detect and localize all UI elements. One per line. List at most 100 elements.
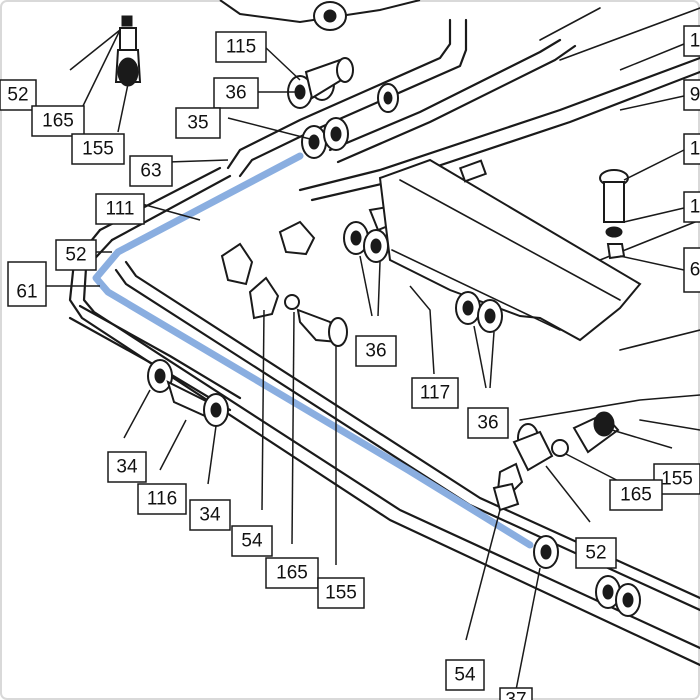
callout-34[interactable]: 34	[189, 499, 231, 531]
callout-box	[499, 687, 533, 700]
callout-box	[445, 659, 485, 691]
callout-1[interactable]: 1	[683, 191, 700, 223]
callout-box	[7, 261, 47, 307]
callout-box	[683, 247, 700, 293]
callout-number: 37	[505, 690, 526, 700]
callout-number: 35	[187, 113, 208, 134]
callout-labels: 1153635521651556311152611911636117363411…	[0, 25, 700, 700]
callout-number: 155	[661, 469, 693, 490]
callout-number: 165	[620, 485, 652, 506]
callout-box	[231, 525, 273, 557]
callout-box	[317, 577, 365, 609]
callout-number: 117	[420, 383, 450, 404]
callout-6[interactable]: 6	[683, 247, 700, 293]
callout-number: 63	[140, 161, 161, 182]
callout-1[interactable]: 1	[683, 25, 700, 57]
callout-number: 34	[199, 505, 221, 526]
bolt-right-part	[599, 169, 629, 260]
callout-number: 155	[325, 583, 357, 604]
callout-number: 52	[65, 245, 86, 266]
clamp-34-left	[147, 359, 229, 427]
callout-number: 6	[690, 260, 700, 281]
callout-36[interactable]: 36	[355, 335, 397, 367]
callout-165[interactable]: 165	[609, 479, 663, 511]
callout-box	[575, 537, 617, 569]
callout-number: 61	[16, 282, 37, 303]
callout-37[interactable]: 37	[499, 687, 533, 700]
callout-number: 115	[226, 37, 256, 58]
callout-116[interactable]: 116	[137, 483, 187, 515]
housing-117	[378, 158, 642, 342]
callout-number: 36	[365, 341, 386, 362]
callout-34[interactable]: 34	[107, 451, 147, 483]
callout-52[interactable]: 52	[0, 79, 37, 111]
callout-box	[215, 31, 267, 63]
fasteners-lower-right	[492, 411, 620, 512]
callout-63[interactable]: 63	[129, 155, 173, 187]
callout-54[interactable]: 54	[445, 659, 485, 691]
callout-box	[355, 335, 397, 367]
callout-165[interactable]: 165	[31, 105, 85, 137]
callout-number: 9	[690, 85, 700, 106]
callout-9[interactable]: 9	[683, 79, 700, 111]
leader-lines	[46, 29, 685, 691]
callout-box	[175, 107, 221, 139]
callout-54[interactable]: 54	[231, 525, 273, 557]
callout-box	[189, 499, 231, 531]
callout-number: 165	[42, 111, 74, 132]
callout-box	[467, 407, 509, 439]
callout-number: 52	[585, 543, 606, 564]
callout-number: 54	[454, 665, 476, 686]
callout-115[interactable]: 115	[215, 31, 267, 63]
callout-111[interactable]: 111	[95, 193, 145, 225]
callout-165[interactable]: 165	[265, 557, 319, 589]
callout-number: 34	[116, 457, 138, 478]
callout-box	[55, 239, 97, 271]
callout-52[interactable]: 52	[575, 537, 617, 569]
callout-box	[95, 193, 145, 225]
callout-box	[0, 79, 37, 111]
callout-1[interactable]: 1	[683, 133, 700, 165]
clamp-52-end	[533, 535, 641, 617]
callout-36[interactable]: 36	[213, 77, 259, 109]
highlighted-tube-61[interactable]	[92, 152, 534, 549]
center-sleeve	[220, 220, 348, 347]
callout-155[interactable]: 155	[71, 133, 125, 165]
callout-number: 54	[241, 531, 263, 552]
clamp-9-right	[377, 83, 399, 113]
callout-number: 36	[477, 413, 498, 434]
callout-box	[411, 377, 459, 409]
callout-155[interactable]: 155	[317, 577, 365, 609]
callout-number: 155	[82, 139, 114, 160]
callout-155[interactable]: 155	[653, 463, 700, 495]
callout-35[interactable]: 35	[175, 107, 221, 139]
callout-box	[71, 133, 125, 165]
callout-box	[107, 451, 147, 483]
callout-number: 52	[7, 85, 28, 106]
callout-box	[609, 479, 663, 511]
callout-number: 116	[147, 489, 177, 510]
callout-number: 165	[276, 563, 308, 584]
callout-number: 1	[690, 197, 700, 218]
callout-61-selected[interactable]: 61	[7, 261, 47, 307]
callout-number: 1	[690, 31, 700, 52]
callout-box	[129, 155, 173, 187]
callout-box	[683, 133, 700, 165]
callout-box	[213, 77, 259, 109]
callout-36[interactable]: 36	[467, 407, 509, 439]
bolt-155-part	[114, 15, 142, 87]
callout-box	[683, 25, 700, 57]
callout-52[interactable]: 52	[55, 239, 97, 271]
callout-box	[31, 105, 85, 137]
callout-117[interactable]: 117	[411, 377, 459, 409]
callout-box	[683, 79, 700, 111]
callout-box	[653, 463, 700, 495]
components	[114, 0, 642, 617]
callout-box	[137, 483, 187, 515]
callout-box	[265, 557, 319, 589]
clamp-35	[301, 117, 349, 159]
callout-box	[683, 191, 700, 223]
callout-number: 111	[106, 199, 135, 220]
callout-number: 36	[225, 83, 246, 104]
